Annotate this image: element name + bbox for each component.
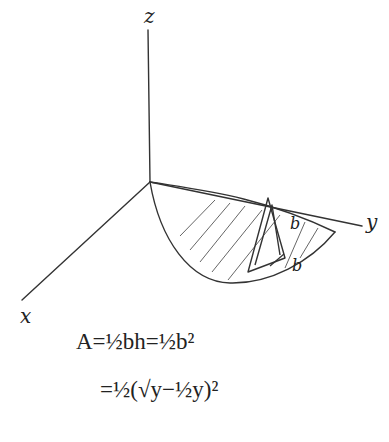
- region-curve: [150, 182, 335, 232]
- dimension-label: b: [290, 216, 300, 232]
- axis-label: z: [144, 6, 155, 26]
- x-axis: [22, 182, 150, 300]
- axis-label: y: [366, 212, 377, 232]
- z-axis: [148, 30, 150, 182]
- axis-label: x: [20, 306, 31, 326]
- formula: =½(√y−½y)²: [100, 378, 218, 401]
- y-axis: [150, 182, 362, 226]
- dimension-label: b: [292, 258, 302, 274]
- formula: A=½bh=½b²: [76, 330, 194, 353]
- leader: [270, 254, 284, 266]
- region-outline: [150, 182, 335, 283]
- triangle-slice: [248, 198, 285, 272]
